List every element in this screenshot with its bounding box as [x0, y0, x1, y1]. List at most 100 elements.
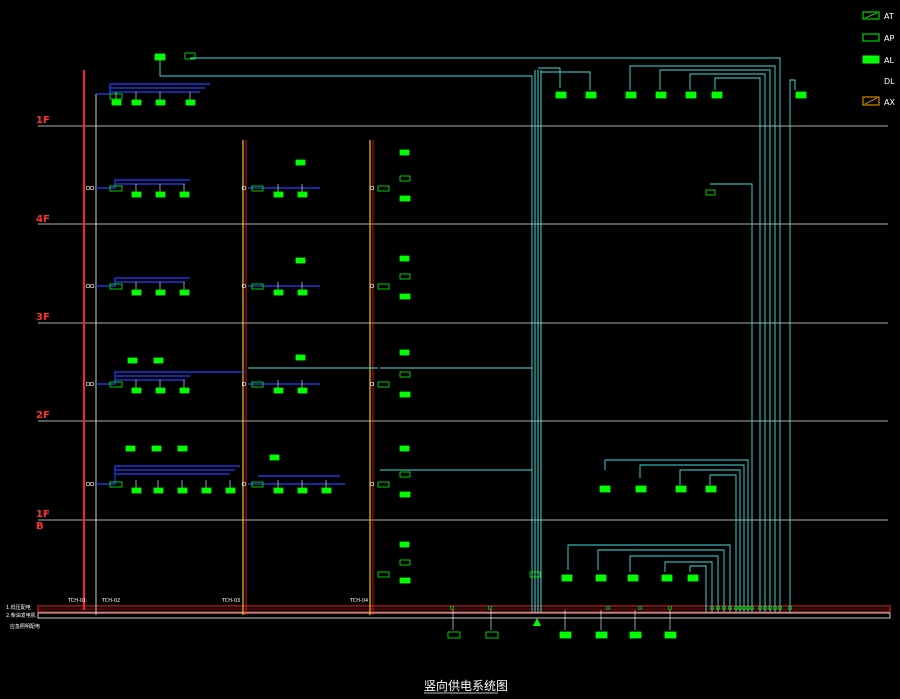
switch-node — [745, 605, 751, 611]
panel-box — [399, 445, 410, 452]
panel-box — [595, 574, 607, 582]
switch-node — [241, 481, 247, 487]
riser-id-label: TCH-01 — [67, 598, 86, 604]
panel-box — [321, 487, 332, 494]
floor-label: 2F — [36, 410, 50, 421]
legend-label: DL — [884, 77, 895, 86]
panel-box — [675, 485, 687, 493]
panel-box — [599, 485, 611, 493]
switch-node — [637, 605, 643, 611]
panel-box — [561, 574, 573, 582]
panel-box — [185, 99, 196, 106]
panel-box — [655, 91, 667, 99]
switch-node — [89, 185, 95, 191]
switch-node — [762, 605, 768, 611]
panel-box — [399, 349, 410, 356]
switch-node — [715, 605, 721, 611]
legend-swatch-ap — [862, 33, 880, 42]
panel-box — [297, 487, 308, 494]
floor-label: 4F — [36, 214, 50, 225]
switch-node — [369, 481, 375, 487]
panel-box — [399, 541, 410, 548]
switch-node — [749, 605, 755, 611]
panel-box — [153, 487, 164, 494]
panel-box — [661, 574, 673, 582]
panel-box — [131, 487, 142, 494]
panel-box — [251, 481, 264, 488]
panel-box — [154, 53, 166, 61]
panel-box — [251, 381, 264, 388]
panel-box — [295, 354, 306, 361]
switch-node — [777, 605, 783, 611]
panel-box — [295, 257, 306, 264]
switch-node — [787, 605, 793, 611]
panel-box — [109, 381, 123, 388]
panel-box — [399, 391, 411, 398]
panel-box — [109, 283, 123, 290]
panel-box — [399, 577, 411, 584]
panel-box — [127, 357, 138, 364]
switch-node — [369, 381, 375, 387]
legend-swatch-at — [862, 11, 880, 20]
risers — [83, 70, 542, 615]
floor-label: 1F — [36, 509, 50, 520]
floor-label: B — [36, 521, 44, 532]
panel-box — [179, 387, 190, 394]
switch-node — [667, 605, 673, 611]
panel-box — [155, 387, 166, 394]
panel-box — [399, 471, 411, 478]
panel-box — [179, 191, 190, 198]
switch-node — [767, 605, 773, 611]
bottom-note: 1.低压配电 — [6, 604, 31, 611]
source-marker — [533, 618, 541, 626]
panel-box — [795, 91, 807, 99]
floor-label: 3F — [36, 312, 50, 323]
panel-box — [131, 99, 142, 106]
riser-id-label: TCH-02 — [101, 598, 120, 604]
panel-box — [635, 485, 647, 493]
panel-box — [529, 571, 541, 578]
panel-box — [201, 487, 212, 494]
legend-swatch-ax — [862, 96, 880, 106]
panel-box — [153, 357, 164, 364]
switch-node — [733, 605, 739, 611]
panel-box — [297, 191, 308, 198]
riser-id-label: TCH-04 — [349, 598, 368, 604]
panel-box — [109, 93, 123, 100]
panel-box — [711, 91, 723, 99]
panel-box — [399, 293, 411, 300]
panel-box — [151, 445, 162, 452]
panel-box — [155, 99, 166, 106]
panel-box — [179, 289, 190, 296]
cyan-feeders — [159, 57, 796, 612]
panel-box — [295, 159, 306, 166]
panel-box — [399, 371, 411, 378]
panel-box — [177, 445, 188, 452]
panel-box — [297, 387, 308, 394]
bottom-note: 2.柴油发电机 — [6, 612, 36, 619]
bottom-note: 应急照明配电 — [10, 623, 40, 630]
legend-label: AL — [884, 56, 894, 65]
panel-box — [109, 185, 123, 192]
switch-node — [721, 605, 727, 611]
diagram-title: 竖向供电系统图 — [424, 678, 508, 693]
panel-box — [627, 574, 639, 582]
floor-lines — [38, 125, 888, 521]
legend-swatch-al — [862, 55, 880, 64]
switch-node — [89, 481, 95, 487]
legend-label: AP — [884, 34, 894, 43]
panel-box — [687, 574, 699, 582]
panel-box — [399, 255, 410, 262]
panel-box — [109, 481, 123, 488]
riser-id-label: TCH-03 — [221, 598, 240, 604]
panel-box — [664, 631, 677, 639]
panel-box — [131, 191, 142, 198]
panel-box — [399, 559, 411, 566]
panel-box — [273, 191, 284, 198]
switch-node — [727, 605, 733, 611]
panel-box — [297, 289, 308, 296]
panel-box — [705, 485, 717, 493]
panel-box — [131, 289, 142, 296]
switch-node — [89, 283, 95, 289]
